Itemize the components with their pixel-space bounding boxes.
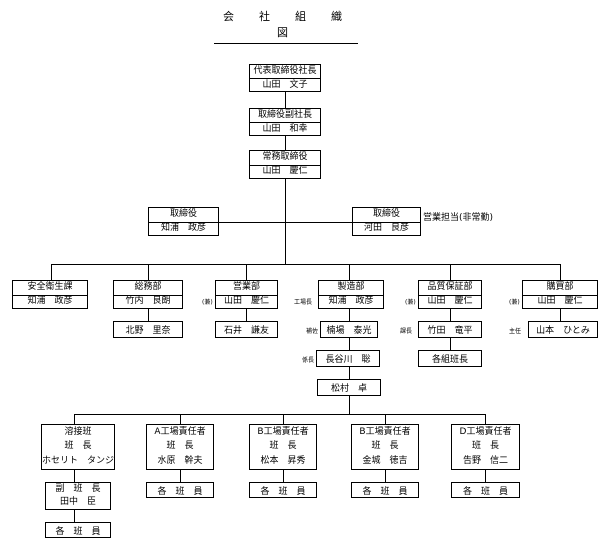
team-sub-role: 副 班 長 xyxy=(55,484,101,494)
team-name: 告野 信二 xyxy=(462,456,508,467)
department-role: 営業部 xyxy=(232,282,260,293)
manufacturing-chief-box: 長谷川 聡 xyxy=(316,350,380,367)
team-d-members-box: 各 班 員 xyxy=(451,482,520,498)
department-safety-box: 安全衛生課 知浦 政彦 xyxy=(12,280,88,309)
department-name: 山田 慶仁 xyxy=(216,294,277,309)
page-title: 会 社 組 織 図 xyxy=(214,8,360,44)
team-welding-members-box: 各 班 員 xyxy=(45,522,111,538)
president-box: 代表取締役社長 山田 文子 xyxy=(249,64,321,92)
quality-section-chief-box: 竹田 竜平 xyxy=(418,321,482,338)
team-head: B工場責任者 xyxy=(359,426,411,437)
team-role: 班 長 xyxy=(269,441,297,452)
team-b-factory-box: B工場責任者 班 長 松本 昇秀 xyxy=(249,424,317,470)
sales-prefix: (兼) xyxy=(202,299,213,306)
quality-prefix: (兼) xyxy=(405,299,416,306)
purchasing-staff-box: 山本 ひとみ xyxy=(528,321,598,338)
president-role: 代表取締役社長 xyxy=(253,66,317,76)
team-head: B工場責任者 xyxy=(257,426,309,437)
quality-group-leaders-box: 各組班長 xyxy=(418,350,482,367)
team-a-members-box: 各 班 員 xyxy=(146,482,214,498)
chief-prefix: 係長 xyxy=(302,357,315,364)
purchasing-sub-prefix: 主任 xyxy=(509,328,522,335)
team-b-members-box: 各 班 員 xyxy=(249,482,317,498)
purchasing-prefix: (兼) xyxy=(509,299,520,306)
team-a-factory-box: A工場責任者 班 長 水原 幹夫 xyxy=(146,424,214,470)
managing-director-name: 山田 慶仁 xyxy=(250,164,320,179)
department-general-affairs-box: 総務部 竹内 良朗 xyxy=(113,280,183,309)
department-name: 竹内 良朗 xyxy=(114,294,182,309)
team-role: 班 長 xyxy=(64,441,92,452)
department-role: 総務部 xyxy=(134,282,162,293)
general-affairs-staff-box: 北野 里奈 xyxy=(113,321,183,338)
department-name: 山田 慶仁 xyxy=(419,294,481,309)
department-role: 購買部 xyxy=(546,282,574,293)
director-left-name: 知浦 政彦 xyxy=(149,221,218,236)
department-name: 知浦 政彦 xyxy=(13,294,87,309)
vice-president-role: 取締役副社長 xyxy=(257,110,312,120)
department-quality-box: 品質保証部 山田 慶仁 xyxy=(418,280,482,309)
team-name: 金城 徳吉 xyxy=(362,456,408,467)
manufacturing-assistant-box: 楠場 泰光 xyxy=(320,321,378,338)
team-sub-name: 田中 臣 xyxy=(59,497,96,507)
department-purchasing-box: 購買部 山田 慶仁 xyxy=(522,280,598,309)
manufacturing-staff-box: 松村 卓 xyxy=(317,379,381,396)
team-welding-deputy-box: 副 班 長 田中 臣 xyxy=(45,482,111,510)
team-b2-members-box: 各 班 員 xyxy=(351,482,419,498)
sales-staff-box: 石井 謙友 xyxy=(215,321,278,338)
department-role: 安全衛生課 xyxy=(27,282,73,293)
managing-director-role: 常務取締役 xyxy=(262,152,308,163)
team-role: 班 長 xyxy=(166,441,194,452)
team-head: D工場責任者 xyxy=(459,426,512,437)
department-name: 山田 慶仁 xyxy=(523,294,597,309)
team-name: 水原 幹夫 xyxy=(157,456,203,467)
quality-sub-prefix: 課長 xyxy=(400,328,413,335)
team-role: 班 長 xyxy=(471,441,499,452)
department-role: 品質保証部 xyxy=(427,282,473,293)
director-left-role: 取締役 xyxy=(169,209,197,220)
team-d-factory-box: D工場責任者 班 長 告野 信二 xyxy=(451,424,520,470)
team-b2-factory-box: B工場責任者 班 長 金城 徳吉 xyxy=(351,424,419,470)
team-welding-box: 溶接班 班 長 ホセリト タンジ xyxy=(41,424,115,470)
department-name: 知浦 政彦 xyxy=(319,294,383,309)
director-left-box: 取締役 知浦 政彦 xyxy=(148,207,219,236)
department-sales-box: 営業部 山田 慶仁 xyxy=(215,280,278,309)
managing-director-box: 常務取締役 山田 慶仁 xyxy=(249,150,321,179)
manufacturing-prefix: 工場長 xyxy=(294,299,313,306)
department-role: 製造部 xyxy=(337,282,365,293)
team-head: A工場責任者 xyxy=(154,426,206,437)
vice-president-box: 取締役副社長 山田 和幸 xyxy=(249,108,321,136)
director-right-box: 取締役 河田 良彦 xyxy=(352,207,421,236)
department-manufacturing-box: 製造部 知浦 政彦 xyxy=(318,280,384,309)
president-name: 山田 文子 xyxy=(250,78,320,91)
team-role: 班 長 xyxy=(371,441,399,452)
team-name: 松本 昇秀 xyxy=(260,456,306,467)
director-right-note: 営業担当(非常勤) xyxy=(423,213,494,223)
director-right-role: 取締役 xyxy=(372,209,400,220)
team-name: ホセリト タンジ xyxy=(42,456,115,467)
vice-president-name: 山田 和幸 xyxy=(250,122,320,135)
assistant-prefix: 補佐 xyxy=(306,328,319,335)
director-right-name: 河田 良彦 xyxy=(353,221,420,236)
team-head: 溶接班 xyxy=(64,426,92,437)
